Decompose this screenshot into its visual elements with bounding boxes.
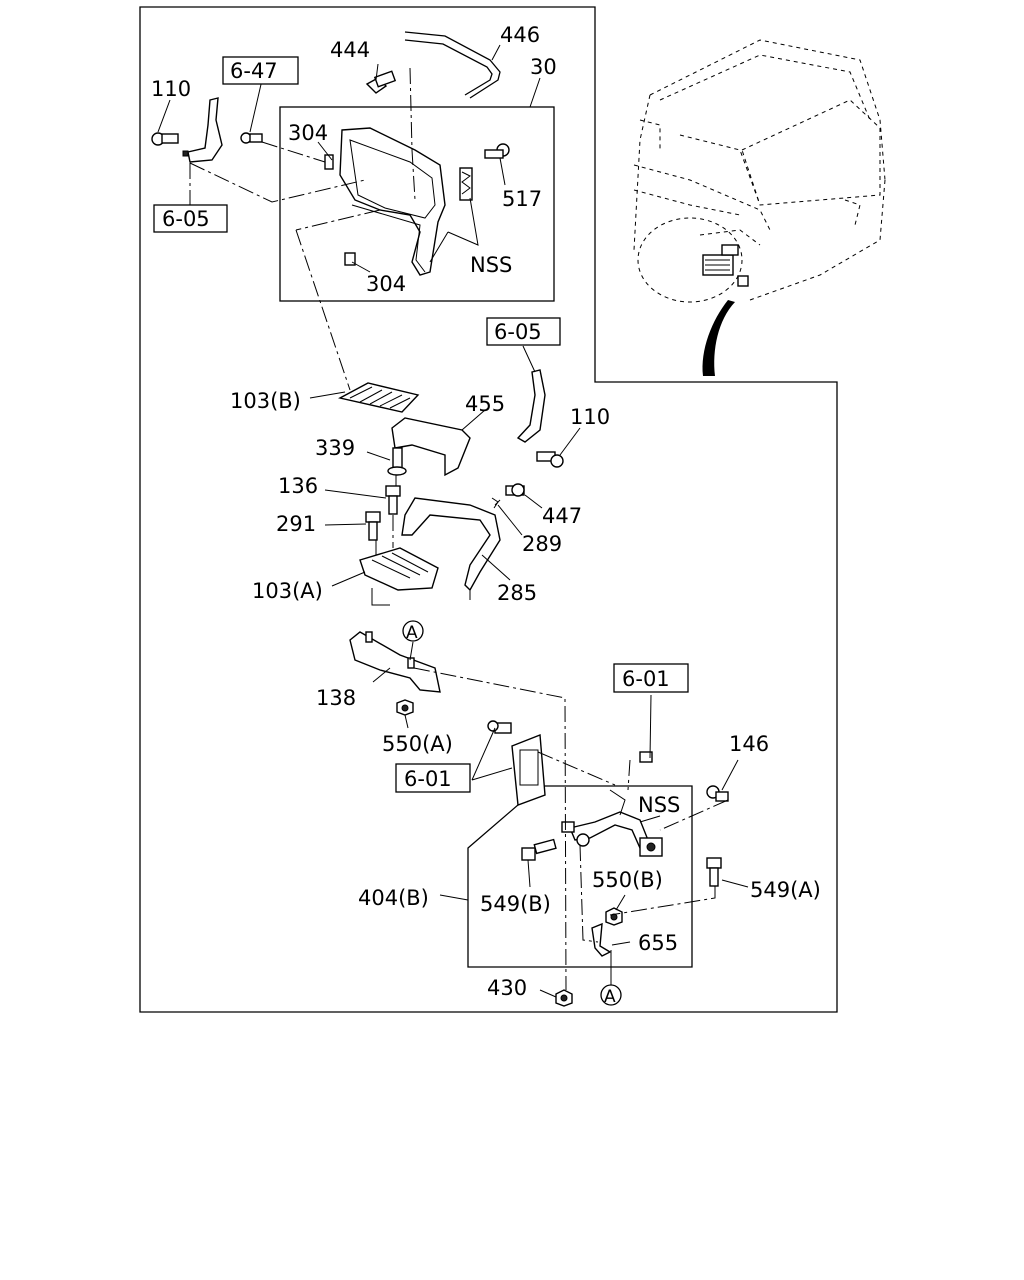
label-110-top: 110: [151, 77, 191, 101]
diagram-frame: [139, 6, 838, 1013]
label-447: 447: [542, 504, 582, 528]
label-517: 517: [502, 187, 542, 211]
bracket-455: [391, 417, 471, 477]
label-ref-6-05-a: 6-05: [162, 207, 210, 231]
connector-a-bottom: [600, 984, 622, 1006]
label-146: 146: [729, 732, 769, 756]
bolt-291: [365, 511, 381, 541]
bolt-549b: [521, 838, 557, 861]
bolt-447: [491, 483, 525, 509]
nut-550a: [396, 699, 414, 716]
truck-cab-illustration: [633, 39, 886, 376]
label-nss-top: NSS: [470, 253, 512, 277]
subassembly-box-30: [279, 106, 555, 302]
label-304-top: 304: [288, 121, 328, 145]
label-289: 289: [522, 532, 562, 556]
plate-601: [487, 720, 653, 806]
bolt-146: [706, 785, 729, 802]
label-549b: 549(B): [480, 892, 551, 916]
bolt-136: [385, 485, 401, 515]
label-291: 291: [276, 512, 316, 536]
label-connector-a-bottom: A: [604, 987, 616, 1007]
label-connector-a-top: A: [406, 623, 418, 643]
label-103b: 103(B): [230, 389, 301, 413]
label-nss-bottom: NSS: [638, 793, 680, 817]
rod-446: [404, 31, 501, 99]
label-ref-6-05-b: 6-05: [494, 320, 542, 344]
bracket-404b: [561, 789, 663, 857]
ref-box-6-01-b: [395, 763, 471, 793]
label-138: 138: [316, 686, 356, 710]
bracket-605-right: [516, 369, 564, 468]
nut-550b: [591, 907, 623, 957]
label-446: 446: [500, 23, 540, 47]
ref-box-6-47: [222, 56, 299, 85]
label-444: 444: [330, 38, 370, 62]
bolt-icon: [365, 70, 397, 94]
pin-339: [387, 447, 407, 476]
label-136: 136: [278, 474, 318, 498]
bracket-110: [151, 97, 263, 163]
ref-box-6-01-a: [613, 663, 689, 693]
label-ref-6-47: 6-47: [230, 59, 278, 83]
label-655: 655: [638, 931, 678, 955]
connector-a-top: [402, 620, 424, 642]
connection-lines: [157, 44, 749, 998]
step-plate-103a: [359, 547, 439, 606]
step-plate-103b: [338, 382, 420, 413]
label-30: 30: [530, 55, 557, 79]
label-ref-6-01-b: 6-01: [404, 767, 452, 791]
label-430: 430: [487, 976, 527, 1000]
ref-box-6-05-b: [486, 317, 561, 346]
label-110-right: 110: [570, 405, 610, 429]
label-285: 285: [497, 581, 537, 605]
step-bracket-assembly: [324, 127, 510, 276]
label-304-bottom: 304: [366, 272, 406, 296]
label-455: 455: [465, 392, 505, 416]
nut-430: [555, 989, 573, 1007]
label-404b: 404(B): [358, 886, 429, 910]
label-550a: 550(A): [382, 732, 453, 756]
label-550b: 550(B): [592, 868, 663, 892]
ref-box-6-05-a: [153, 204, 228, 233]
bolt-549a: [706, 857, 722, 887]
part-labels: 444 446 30 110 6-47 304 517 6-05 NSS 304…: [151, 23, 821, 1007]
label-339: 339: [315, 436, 355, 460]
label-549a: 549(A): [750, 878, 821, 902]
label-103a: 103(A): [252, 579, 323, 603]
cover-138: [349, 631, 441, 693]
label-ref-6-01-a: 6-01: [622, 667, 670, 691]
bracket-285: [401, 497, 501, 592]
